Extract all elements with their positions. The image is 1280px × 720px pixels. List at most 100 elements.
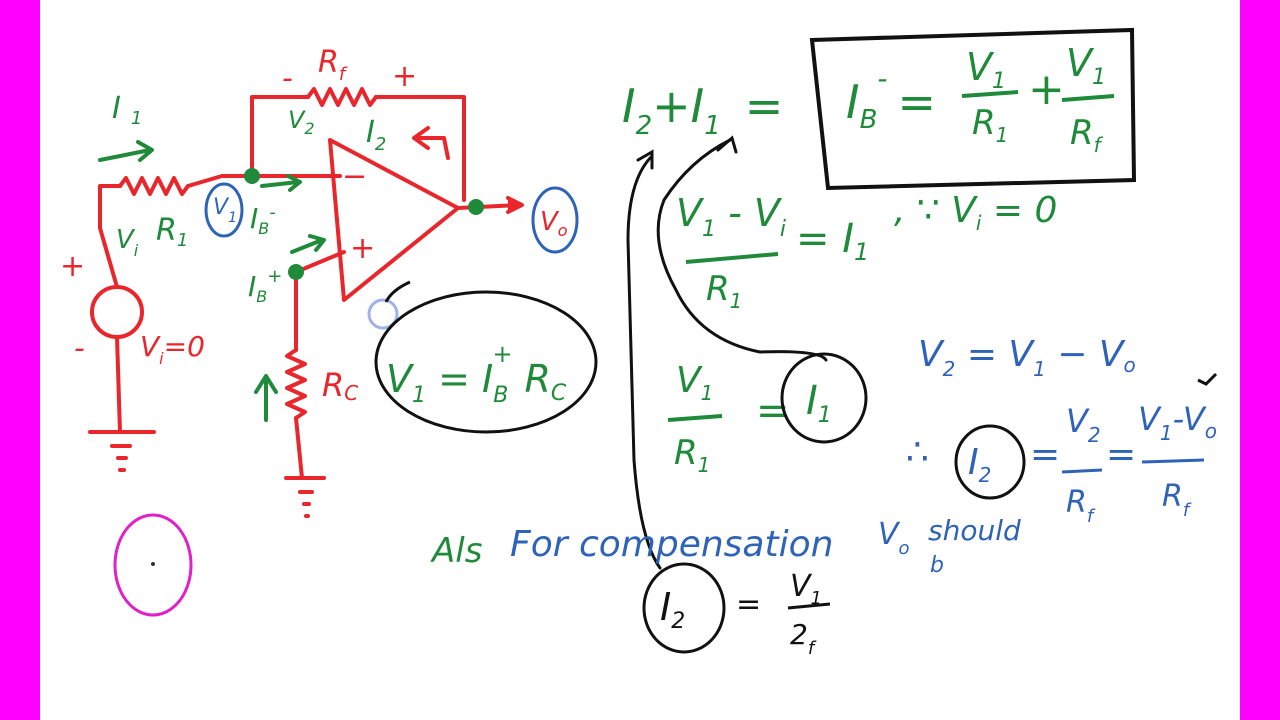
frac-num-sub1: 1 [702,217,716,242]
rc-resistor-icon [285,348,307,420]
rf-label-sub: f [339,64,348,85]
v1r1-line [667,414,723,422]
should-b: b [930,553,944,578]
svg-text:V1: V1 [966,45,1006,94]
frac-eq-sub: 1 [854,238,869,266]
i2-bottom-eq: = [736,587,761,622]
since-text: , ∵ V [894,190,978,231]
i2-bottom: I [660,585,671,629]
svg-text:I2: I2 [968,442,991,487]
ib-plus-label-sup: + [267,266,282,287]
feedback-wire-right [374,95,466,202]
svg-text:IB-: IB- [250,202,276,238]
i2-frac1-line [1061,468,1103,474]
svg-text:Rf: Rf [1070,113,1104,157]
v1-node-label: V [213,195,230,220]
kcl-eq: = [745,79,784,133]
i2-bottom-circle [642,562,726,654]
i2-bottom-sub: 2 [671,609,685,634]
boxed-num1-sub: 1 [992,69,1006,94]
i2-den2-sub: f [1183,500,1192,521]
v1-eq-sub2: B [493,383,508,408]
i2-label: I [366,115,375,150]
since-sub: i [976,211,982,235]
svg-text:Vi: Vi [116,225,139,260]
i2-circ: I [968,442,979,483]
svg-text:V2: V2 [1066,402,1101,447]
i2-eq2: = [1106,434,1136,475]
i2-den: R [1066,485,1087,520]
pointer-dot [151,562,155,566]
output-arrow-icon [506,196,524,214]
kcl-i2: I [622,79,636,133]
kcl-i1-sub: 1 [704,111,721,141]
i2-num2: V [1138,400,1162,438]
svg-text:V1: V1 [790,569,822,609]
v2-label: V [288,106,306,134]
vo-should-sub: o [899,538,910,559]
rc-label-sub: C [344,381,358,405]
boxed-den1-sub: 1 [996,123,1009,147]
vi-node-label-sub: i [134,241,139,260]
i1-label: I [112,91,121,126]
pointer-circle [113,513,193,617]
v2-eq-end: − V [1046,334,1126,375]
ib-minus-label-sub: B [258,219,269,238]
input-wire [98,184,122,230]
vo-should: V [878,517,901,552]
inverting-wire [186,174,342,188]
ib-plus-label: I [248,270,256,303]
noninverting-wire [294,250,346,352]
v1-eq-rc: R [512,357,550,401]
compensation-text: For compensation [510,524,833,565]
source-wire-bottom [115,335,122,434]
svg-text:IB+: IB+ [248,266,282,306]
i2-num-sub: 2 [1088,423,1101,447]
feedback-wire [250,95,310,174]
frac-den: R [706,269,730,309]
v1-eq-rc-sub: C [551,381,567,406]
i2-den2: R [1162,479,1183,514]
svg-text:2f: 2f [790,618,817,659]
svg-text:Vi=0: Vi=0 [140,330,205,368]
svg-text:V1 = IB+ RC: V1 = IB+ RC [386,340,567,408]
boxed-den2-sub: f [1094,133,1104,157]
svg-text:V1 - Vi: V1 - Vi [676,191,786,242]
i2-num2-sub: 1 [1160,421,1173,445]
i1-circle [780,352,868,444]
result-box [809,27,1137,191]
vi-zero-label-rest: =0 [164,330,205,363]
i2-num: V [1066,402,1090,440]
svg-text:R1: R1 [674,433,710,477]
svg-text:Rf: Rf [1066,485,1096,527]
v2-eq-sub2: 1 [1033,357,1046,381]
rf-resistor-icon [306,87,378,107]
v2-eq-sub: 2 [943,357,956,381]
since-rest: = 0 [981,190,1057,231]
boxed-frac2-line [1061,94,1115,102]
i2-eq: = [1030,434,1060,475]
i2-bottom-line [787,602,831,610]
source-minus: - [74,331,85,366]
i2-bottom-num: V [790,569,813,604]
node-dot-noninverting [288,264,304,280]
frac-line [685,252,779,264]
i1-arrow-icon [98,140,154,162]
opamp-minus: − [342,159,367,194]
opamp-triangle-icon [328,138,460,302]
frac-eq: = I [796,216,854,262]
v2-eq-mid: = V [955,334,1035,375]
ground-rc-icon [284,476,326,518]
v1-eq-v: V [386,357,415,401]
voltage-source-icon [90,285,144,339]
i1-circ: I [806,378,818,424]
svg-text:R1: R1 [156,213,188,251]
r1-label-sub: 1 [177,230,188,251]
i2-bottom-num-sub: 1 [811,588,822,609]
should-word: should [928,514,1021,547]
source-plus: + [60,249,85,284]
v1r1-den-sub: 1 [698,453,711,477]
i2-num2-sub2: o [1205,419,1217,443]
v1-equation-group: V1 = IB+ RC [374,280,598,434]
